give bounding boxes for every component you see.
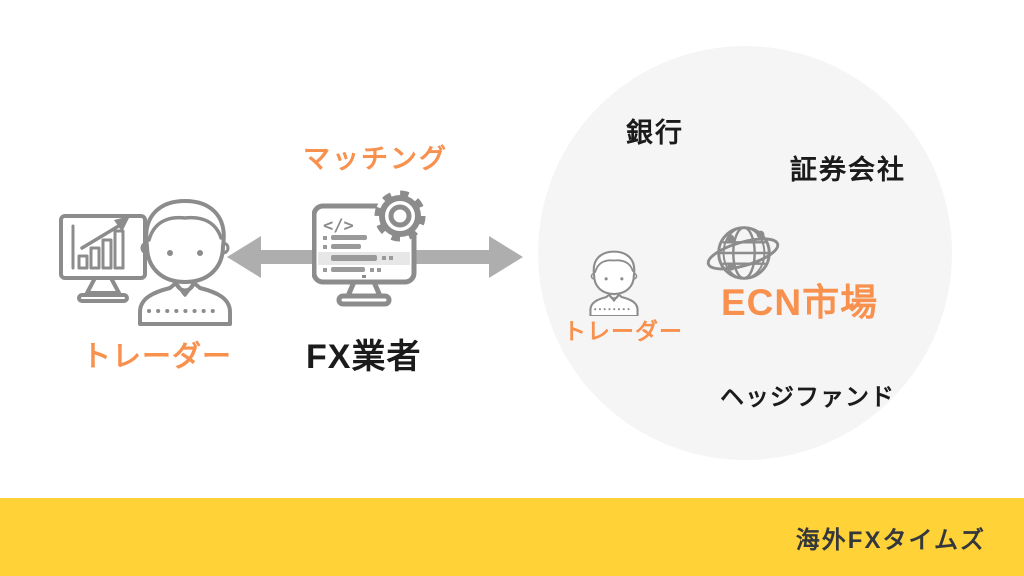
globe-icon: [706, 226, 780, 280]
code-icon: </>: [323, 216, 354, 236]
bank-label: 銀行: [626, 118, 684, 148]
trader-small-icon: [589, 250, 639, 316]
bar-chart-icon: [77, 229, 125, 270]
brand-logo: 海外FXタイムズ: [795, 526, 986, 554]
person-icon: [589, 250, 639, 316]
trader-icon: [59, 199, 232, 326]
code-lines: [318, 235, 410, 278]
fx-provider-label: FX業者: [306, 338, 422, 376]
footer-bar: 海外FXタイムズ: [0, 498, 1024, 576]
gear-icon: [374, 190, 426, 242]
trend-arrow-icon: [80, 222, 124, 250]
fx-provider-icon: </>: [312, 190, 426, 307]
hedge-fund-label: ヘッジファンド: [720, 384, 895, 411]
person-icon: [138, 199, 232, 326]
securities-company-label: 証券会社: [790, 155, 906, 185]
trader-label: トレーダー: [82, 341, 233, 373]
ecn-market-label: ECN市場: [721, 282, 879, 323]
matching-label: マッチング: [303, 144, 448, 174]
trader-label-circle: トレーダー: [563, 318, 683, 344]
